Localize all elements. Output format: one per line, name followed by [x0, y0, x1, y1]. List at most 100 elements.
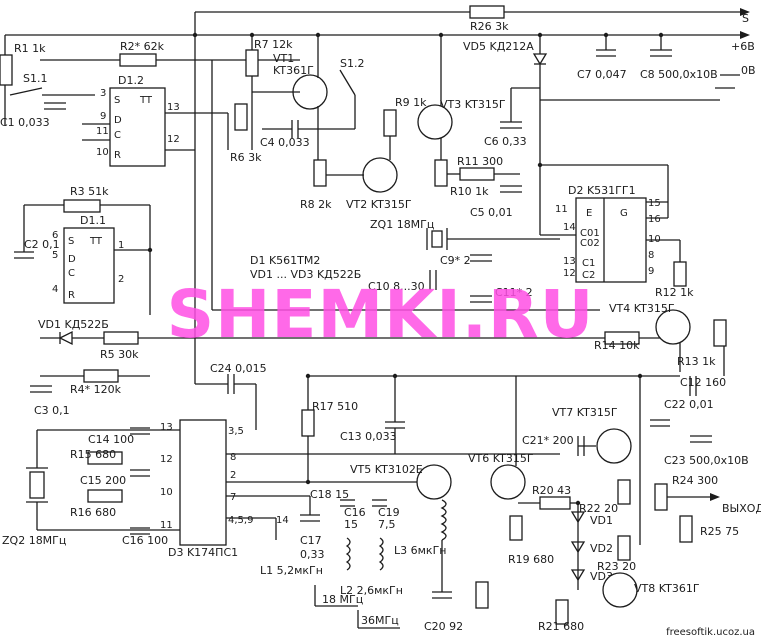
label-vt3: VT3 KT315Г	[440, 98, 506, 111]
inductor-l3	[378, 537, 384, 571]
d11-tt: TT	[89, 236, 103, 247]
resistor-r25	[679, 515, 693, 543]
label-r23: R23 20	[597, 560, 636, 573]
resistor-r18	[475, 581, 489, 609]
resistor-r26	[469, 5, 505, 19]
label-vt5: VT5 KT3102E	[350, 463, 423, 476]
d2-pin-g: G	[620, 208, 628, 219]
label-vd5: VD5 KД212A	[463, 40, 534, 53]
resistor-r10	[434, 159, 448, 187]
d3-n10: 10	[160, 487, 173, 498]
d2-n14: 14	[563, 222, 576, 233]
d3-n14: 14	[276, 515, 289, 526]
d12-n11: 11	[96, 126, 109, 137]
label-r9: R9 1k	[395, 96, 427, 109]
rail-zero-label: 0В	[741, 64, 756, 77]
resistor-r19	[509, 515, 523, 541]
site-footer[interactable]: freesoftik.ucoz.ua	[666, 627, 755, 638]
resistor-r17	[301, 409, 315, 437]
label-zq1: ZQ1 18МГц	[370, 218, 434, 231]
d3-n2: 2	[230, 470, 236, 481]
rail-s-label: S	[742, 12, 749, 25]
d11-n1: 1	[118, 240, 124, 251]
label-c15: C15 200	[80, 474, 126, 487]
d11-pin-d: D	[68, 254, 76, 265]
label-l2: L2 2,6мкГн	[340, 584, 403, 597]
resistor-r3	[63, 199, 101, 213]
resistor-r1	[0, 54, 13, 86]
d12-pin-s: S	[114, 95, 120, 106]
resistor-r16	[87, 489, 123, 503]
label-c1: C1 0,033	[0, 116, 50, 129]
d3-n35: 3,5	[228, 426, 244, 437]
crystal-zq2	[29, 471, 45, 499]
d2-n8: 8	[648, 250, 654, 261]
label-c14: C14 100	[88, 433, 134, 446]
label-c16: C16 100	[122, 534, 168, 547]
d2-pin-e: E	[586, 208, 592, 219]
d12-n9: 9	[100, 111, 106, 122]
label-r21: R21 680	[538, 620, 584, 633]
d12-pin-r: R	[114, 150, 121, 161]
transistor-vt2	[362, 157, 398, 193]
transistor-vt3	[417, 104, 453, 140]
label-r3: R3 51k	[70, 185, 109, 198]
label-vt1: VT1	[273, 52, 294, 65]
label-c18: C18 15	[310, 488, 349, 501]
resistor-r12	[673, 261, 687, 287]
chip-d11	[63, 227, 115, 304]
resistor-r20	[539, 496, 571, 510]
note-d1-type: D1 K561TM2	[250, 254, 320, 267]
label-c2: C2 0,1	[24, 238, 60, 251]
d11-n4: 4	[52, 284, 58, 295]
label-r17: R17 510	[312, 400, 358, 413]
d11-pin-c: C	[68, 268, 75, 279]
label-c16b: C16	[344, 506, 366, 519]
label-r11: R11 300	[457, 155, 503, 168]
d2-n9: 9	[648, 266, 654, 277]
switch-s12	[339, 69, 356, 96]
output-label: ВЫХОД	[722, 502, 761, 515]
d3-n459: 4,5,9	[228, 515, 253, 526]
label-c20: C20 92	[424, 620, 463, 633]
resistor-r7	[245, 49, 259, 77]
label-r7: R7 12k	[254, 38, 293, 51]
d12-pin-c: C	[114, 130, 121, 141]
label-r16: R16 680	[70, 506, 116, 519]
d2-pin-c2: C2	[582, 270, 595, 281]
transistor-vt4	[655, 309, 691, 345]
d12-pin-d: D	[114, 115, 122, 126]
label-vd1: VD1	[590, 514, 613, 527]
label-vt7: VT7 KT315Г	[552, 406, 618, 419]
label-c19: C19	[378, 506, 400, 519]
resistor-r11	[459, 167, 495, 181]
label-c23: C23 500,0x10B	[664, 454, 749, 467]
d2-pin-c1: C1	[582, 258, 595, 269]
switch-s11	[9, 87, 43, 96]
transistor-vt8	[602, 572, 638, 608]
diode-vd5	[532, 53, 548, 66]
label-vt8: VT8 KT361Г	[634, 582, 700, 595]
d11-n6: 6	[52, 230, 58, 241]
note-vd-type: VD1 ... VD3 KД522Б	[250, 268, 361, 281]
chip-d2	[575, 197, 647, 283]
label-c12: C12 160	[680, 376, 726, 389]
transistor-vt5	[416, 464, 452, 500]
label-d3: D3 K174ПС1	[168, 546, 238, 559]
label-c11: C11* 2	[495, 286, 533, 299]
label-r15: R15 680	[70, 448, 116, 461]
label-r19: R19 680	[508, 553, 554, 566]
label-d2: D2 K531ГГ1	[568, 184, 636, 197]
resistor-r9	[383, 109, 397, 137]
d2-pin-c01: C01	[580, 228, 600, 239]
label-r14: R14 10k	[594, 339, 640, 352]
d12-n10: 10	[96, 147, 109, 158]
label-r12: R12 1k	[655, 286, 694, 299]
resistor-r8	[313, 159, 327, 187]
label-vt2: VT2 KT315Г	[346, 198, 412, 211]
freq-box-18: 18 МГц	[322, 593, 363, 606]
label-c4: C4 0,033	[260, 136, 310, 149]
label-c16bv: 15	[344, 518, 358, 531]
